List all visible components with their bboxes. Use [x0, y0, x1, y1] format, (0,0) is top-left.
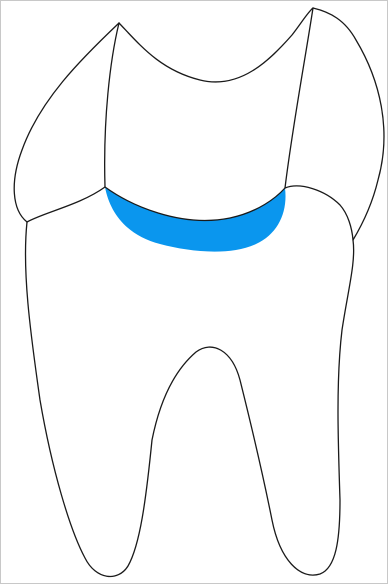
cej-left [27, 187, 105, 222]
lingual-cusp [313, 8, 384, 240]
fossa-right-wall [285, 8, 313, 188]
occlusal-surface-top [119, 8, 313, 82]
filling-region [105, 187, 286, 252]
root-outline [25, 222, 353, 576]
fossa-left-wall [105, 23, 119, 187]
buccal-cusp [14, 23, 119, 222]
cej-right [285, 186, 353, 240]
